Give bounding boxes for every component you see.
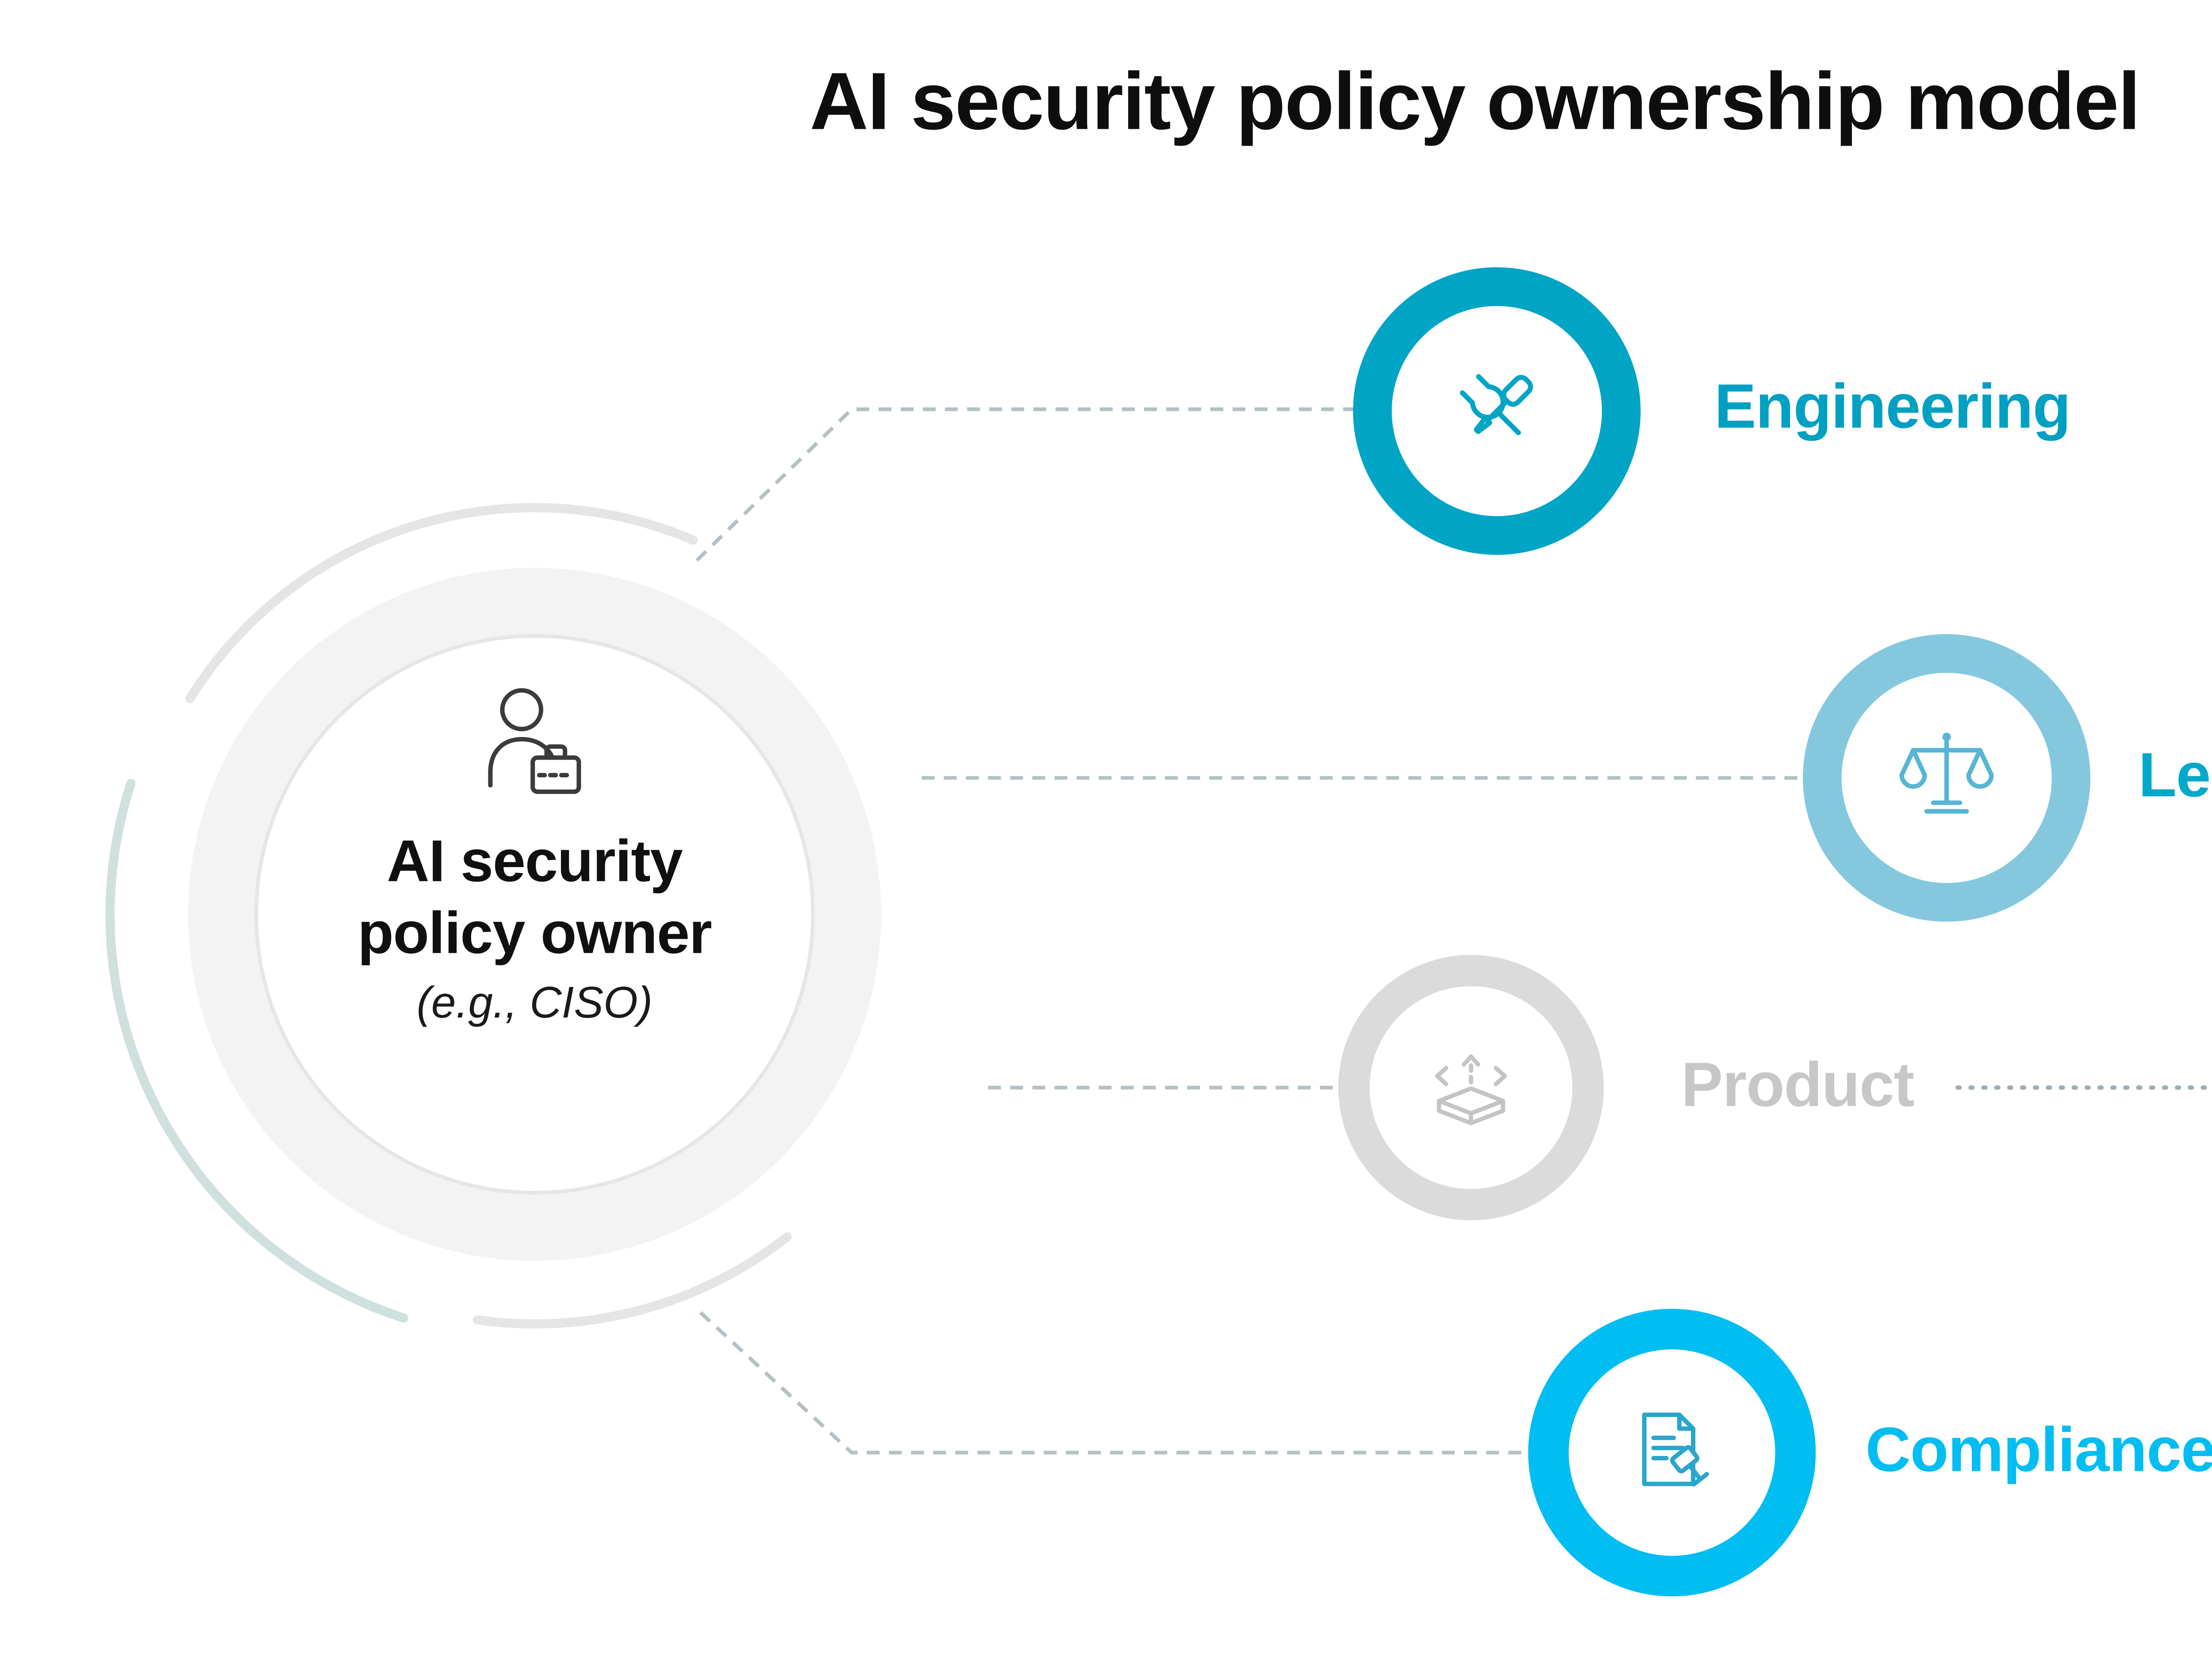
tools-icon — [1460, 374, 1533, 435]
node-label-product: Product — [1681, 1051, 1915, 1121]
person-briefcase-icon — [488, 688, 581, 794]
node-label-engineering: Engineering — [1714, 372, 2071, 443]
owner-name-line2: policy owner — [357, 899, 712, 966]
node-label-legal: Legal — [2138, 741, 2212, 811]
owner-label: AI security policy owner (e.g., CISO) — [221, 826, 848, 1034]
node-circle-engineering — [1353, 267, 1641, 555]
page-title: AI security policy ownership model — [810, 57, 2140, 148]
node-circle-product — [1338, 955, 1604, 1221]
node-circle-legal — [1803, 634, 2091, 922]
owner-circle-inner — [254, 634, 815, 1195]
connector-engineering — [695, 407, 1353, 562]
node-circle-compliance — [1528, 1309, 1816, 1597]
node-label-compliance: Compliance — [1865, 1416, 2212, 1486]
product-box-icon — [1435, 1054, 1507, 1125]
connector-compliance — [699, 1311, 1528, 1455]
scales-icon — [1899, 733, 1994, 814]
owner-subtitle: (e.g., CISO) — [416, 979, 653, 1029]
decorative-arc-bottom — [472, 1232, 792, 1329]
owner-name-line1: AI security — [387, 827, 683, 894]
document-gavel-icon — [1642, 1413, 1709, 1487]
decorative-arc-left — [105, 779, 408, 1323]
decorative-arc-top — [185, 503, 698, 703]
